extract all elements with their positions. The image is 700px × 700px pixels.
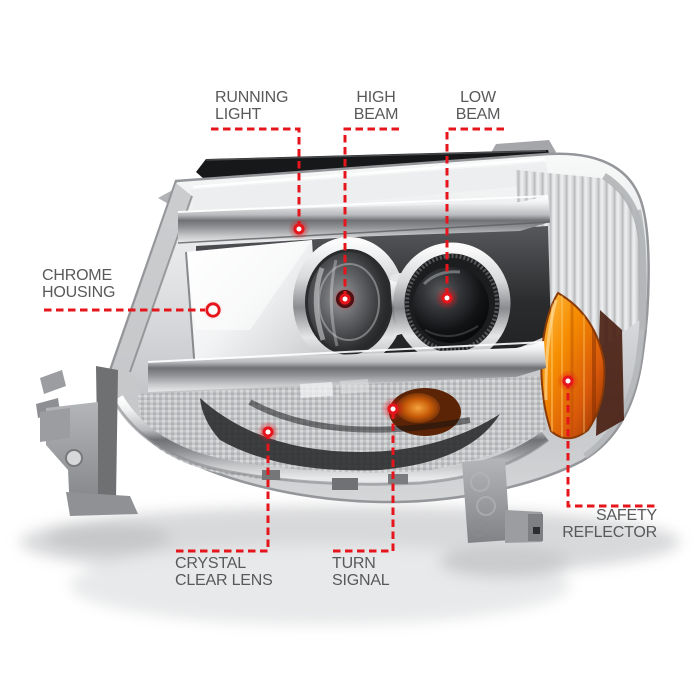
callout-safety-reflector: SAFETY REFLECTOR	[562, 507, 657, 541]
callout-safety-reflector-line2: REFLECTOR	[562, 524, 657, 541]
leader-markers	[203, 218, 579, 443]
amber-side-reflector	[540, 291, 624, 440]
callout-crystal-clear-lens-line2: CLEAR LENS	[175, 572, 273, 589]
callout-turn-signal-line2: SIGNAL	[332, 572, 390, 589]
running-light-bar	[177, 195, 551, 244]
turn-signal-lens	[138, 376, 546, 481]
callout-running-light-line1: RUNNING	[215, 89, 289, 106]
marker-high-beam	[333, 287, 357, 311]
leader-high-beam	[343, 127, 399, 299]
callout-turn-signal: TURN SIGNAL	[332, 555, 390, 589]
callout-chrome-housing: CHROME HOUSING	[42, 267, 115, 301]
marker-low-beam	[435, 286, 459, 310]
callout-crystal-clear-lens-line1: CRYSTAL	[175, 555, 246, 572]
callout-chrome-housing-line1: CHROME	[42, 267, 112, 284]
callout-low-beam-line1: LOW	[460, 89, 496, 106]
leader-safety-reflector	[566, 381, 657, 508]
callout-high-beam-line1: HIGH	[356, 89, 396, 106]
lower-light-bar	[147, 341, 546, 392]
marker-chrome-housing	[203, 300, 223, 320]
callout-running-light: RUNNING LIGHT	[215, 89, 288, 123]
leader-running-light	[211, 127, 301, 229]
marker-safety-reflector	[557, 370, 579, 392]
callout-running-light-line2: LIGHT	[215, 106, 262, 123]
callout-low-beam: LOW BEAM	[440, 89, 516, 123]
callout-high-beam: HIGH BEAM	[338, 89, 414, 123]
leader-low-beam	[445, 127, 504, 298]
marker-turn-signal	[381, 397, 405, 421]
marker-crystal-clear-lens	[257, 421, 279, 443]
leader-turn-signal	[333, 409, 395, 553]
mounting-bracket-left	[40, 366, 138, 516]
mounting-bracket-center	[462, 458, 543, 543]
leader-crystal-clear-lens	[176, 432, 270, 553]
marker-running-light	[288, 218, 310, 240]
callout-crystal-clear-lens: CRYSTAL CLEAR LENS	[175, 555, 273, 589]
callout-low-beam-line2: BEAM	[455, 106, 501, 123]
callout-chrome-housing-line2: HOUSING	[42, 284, 116, 301]
callout-turn-signal-line1: TURN	[332, 555, 376, 572]
callout-safety-reflector-line1: SAFETY	[595, 507, 657, 524]
leader-lines	[44, 127, 657, 553]
callout-high-beam-line2: BEAM	[353, 106, 399, 123]
